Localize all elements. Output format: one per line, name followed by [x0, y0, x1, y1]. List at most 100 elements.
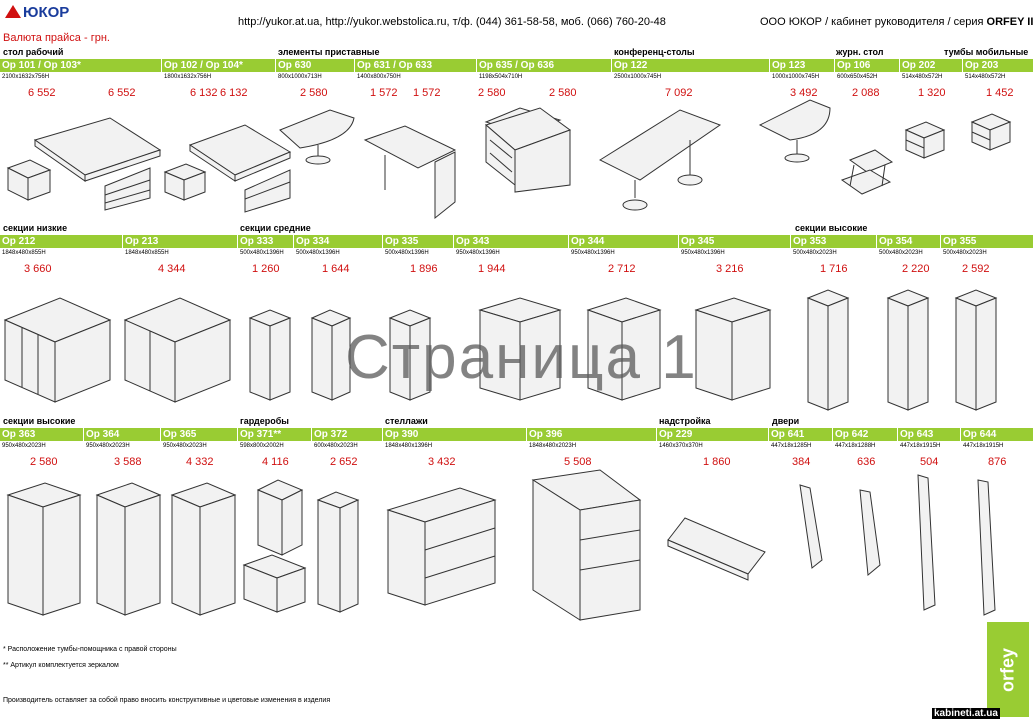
mid-333-drawing	[250, 310, 290, 400]
product-code: Op 203	[965, 60, 999, 71]
bar-separator	[160, 428, 161, 441]
unit-635-drawing	[486, 108, 570, 192]
product-bar-row1	[0, 59, 1033, 72]
product-dimensions: 600x480x2023H	[314, 443, 358, 449]
pedestal-202-drawing	[906, 122, 944, 158]
product-code: Op 122	[614, 60, 648, 71]
product-code: Op 364	[86, 429, 120, 440]
header-contacts: http://yukor.at.ua, http://yukor.webstol…	[238, 16, 666, 28]
product-price: 3 588	[114, 456, 142, 468]
note-pedestal: * Расположение тумбы-помощника с правой …	[3, 646, 177, 653]
product-dimensions: 447x18x1915H	[963, 443, 1004, 449]
bar-separator	[899, 59, 900, 72]
bar-separator	[768, 428, 769, 441]
category-ward: гардеробы	[240, 416, 289, 426]
product-code: Op 123	[772, 60, 806, 71]
product-dimensions: 500x480x2023H	[943, 250, 987, 256]
product-dimensions: 1460x370x370H	[659, 443, 703, 449]
bar-separator	[526, 428, 527, 441]
product-price: 2 580	[549, 87, 577, 99]
product-bar-row3	[0, 428, 1033, 441]
product-bar-row2	[0, 235, 1033, 248]
product-price: 876	[988, 456, 1007, 468]
product-dimensions: 447x18x1285H	[771, 443, 812, 449]
product-dimensions: 950x480x1396H	[571, 250, 615, 256]
product-dimensions: 1848x480x2023H	[529, 443, 577, 449]
category-mobile: тумбы мобильные	[944, 47, 1029, 57]
product-dimensions: 514x480x572H	[965, 74, 1006, 80]
product-price: 1 860	[703, 456, 731, 468]
product-price: 5 508	[564, 456, 592, 468]
category-rack: стеллажи	[385, 416, 428, 426]
site-label: kabineti.at.ua	[932, 708, 1000, 719]
high-364-drawing	[97, 483, 160, 615]
product-dimensions: 514x480x572H	[902, 74, 943, 80]
pedestal-203-drawing	[972, 114, 1010, 150]
product-price: 6 552	[108, 87, 136, 99]
bar-separator	[161, 59, 162, 72]
product-price: 6 132	[190, 87, 218, 99]
door-642-drawing	[860, 490, 880, 575]
product-code: Op 333	[240, 236, 274, 247]
bar-separator	[237, 235, 238, 248]
product-price: 2 580	[478, 87, 506, 99]
mid-345-drawing	[696, 298, 770, 400]
product-code: Op 354	[879, 236, 913, 247]
rack-396-drawing	[533, 470, 640, 620]
product-dimensions: 1800x1632x756H	[164, 74, 212, 80]
table-631-drawing	[365, 126, 455, 218]
product-price: 504	[920, 456, 939, 468]
desk-102-drawing	[165, 125, 290, 212]
product-price: 1 320	[918, 87, 946, 99]
category-low: секции низкие	[3, 223, 68, 233]
product-price: 2 592	[962, 263, 990, 275]
product-price: 1 896	[410, 263, 438, 275]
bar-separator	[611, 59, 612, 72]
product-dimensions: 500x480x2023H	[793, 250, 837, 256]
product-price: 2 088	[852, 87, 880, 99]
product-dimensions: 2500x1000x745H	[614, 74, 662, 80]
product-code: Op 343	[456, 236, 490, 247]
product-code: Op 334	[296, 236, 330, 247]
bar-separator	[122, 235, 123, 248]
table-630-drawing	[280, 110, 354, 164]
product-dimensions: 1848x480x855H	[2, 250, 46, 256]
brand-label: orfey	[997, 647, 1018, 692]
product-price: 1 644	[322, 263, 350, 275]
coffee-table-106-drawing	[842, 150, 892, 194]
product-price: 4 332	[186, 456, 214, 468]
orfey-brand-tab: orfey	[987, 622, 1029, 717]
product-dimensions: 1000x1000x745H	[772, 74, 820, 80]
bar-separator	[834, 59, 835, 72]
bar-separator	[382, 235, 383, 248]
bar-separator	[568, 235, 569, 248]
product-code: Op 344	[571, 236, 605, 247]
bar-separator	[897, 428, 898, 441]
product-code: Op 212	[2, 236, 36, 247]
product-dimensions: 950x480x2023H	[2, 443, 46, 449]
product-code: Op 353	[793, 236, 827, 247]
bar-separator	[678, 235, 679, 248]
high-353-drawing	[808, 290, 848, 410]
product-code: Op 644	[963, 429, 997, 440]
product-dimensions: 447x18x1288H	[835, 443, 876, 449]
product-dimensions: 500x480x1396H	[240, 250, 284, 256]
product-dimensions: 600x650x452H	[837, 74, 878, 80]
product-code: Op 372	[314, 429, 348, 440]
top-229-drawing	[668, 518, 765, 580]
product-dimensions: 500x480x1396H	[296, 250, 340, 256]
product-price: 3 492	[790, 87, 818, 99]
bar-separator	[790, 235, 791, 248]
bar-separator	[275, 59, 276, 72]
bar-separator	[354, 59, 355, 72]
bar-separator	[876, 235, 877, 248]
table-123-drawing	[760, 100, 830, 162]
product-dimensions: 1198x504x710H	[479, 74, 523, 80]
product-dimensions: 1848x480x855H	[125, 250, 169, 256]
low-213-drawing	[125, 298, 230, 402]
product-code: Op 390	[385, 429, 419, 440]
high-365-drawing	[172, 483, 235, 615]
category-high2: секции высокие	[3, 416, 76, 426]
company-name: ООО ЮКОР / кабинет руководителя / серия	[760, 16, 987, 28]
header-company: ООО ЮКОР / кабинет руководителя / серия …	[760, 16, 1033, 28]
